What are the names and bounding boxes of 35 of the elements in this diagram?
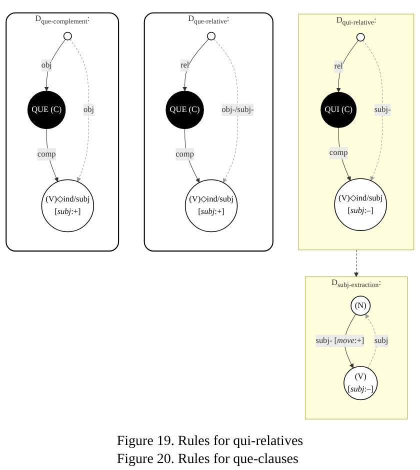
node-circle [356, 33, 365, 42]
node-circle: QUE (C) [27, 90, 66, 129]
edge-label: subj- [move:+] [316, 336, 364, 345]
arrow [184, 128, 200, 183]
figure-caption: Figure 19. Rules for qui-relatives [116, 434, 304, 450]
node-circle: (N) [350, 296, 371, 316]
arrow [46, 128, 58, 182]
edge-label: subj [374, 336, 388, 345]
arrow [362, 40, 383, 181]
edge-label: obj [41, 60, 52, 70]
node-circle: QUE (C) [166, 90, 204, 129]
edge-label: rel [334, 62, 343, 71]
node-circle [63, 32, 72, 40]
node-circle [207, 32, 216, 40]
arrow [338, 127, 351, 181]
edge-label: obj-/subj- [222, 105, 254, 114]
arrow [214, 38, 238, 183]
edge-label: comp [176, 150, 194, 158]
arrow [336, 40, 359, 92]
edge-label: comp [37, 150, 56, 158]
node-circle: (V)◇ind/subj [subj:–] [334, 178, 387, 231]
node-circle: QUI (C) [320, 92, 357, 128]
edge-label: comp [329, 148, 348, 158]
figure-caption: Figure 20. Rules for que-clauses [116, 452, 300, 468]
arrow [44, 39, 66, 92]
arrow [365, 314, 377, 368]
edge-label: rel [180, 60, 190, 70]
node-circle: (V)◇ind/subj [subj:+] [184, 179, 238, 232]
arrow [354, 250, 359, 278]
arrow [182, 38, 209, 92]
arrow [70, 39, 90, 182]
edge-label: subj- [374, 105, 391, 114]
node-circle: (V) [subj:–] [344, 366, 378, 400]
edge-label: obj [83, 105, 94, 114]
node-circle: (V)◇ind/subj [subj:+] [41, 179, 94, 232]
